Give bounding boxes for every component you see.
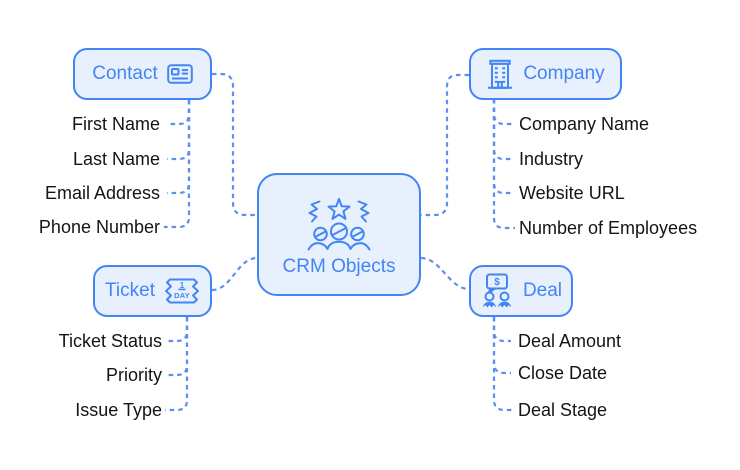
attribute-phone-number: Phone Number [38, 217, 160, 237]
connector-ticket-to-center [211, 256, 258, 292]
team-with-stars-icon [307, 198, 371, 251]
attribute-company-name: Company Name [519, 114, 650, 134]
attribute-priority: Priority [105, 365, 162, 385]
connector-company-to-center-2 [421, 73, 469, 217]
branch-ticket-status [168, 317, 189, 343]
node-deal: $ Deal [469, 265, 573, 317]
deal-icon-dollar-text: $ [494, 277, 500, 288]
contact-card-icon [166, 64, 193, 84]
branch-contact-first-name [167, 100, 191, 126]
branch-company-employees [492, 99, 515, 230]
attribute-number-of-employees: Number of Employees [519, 218, 698, 238]
ticket-icon-text-day: DAY [174, 291, 190, 300]
node-ticket: Ticket 1 DAY [93, 265, 212, 317]
node-company: Company [469, 48, 622, 100]
branch-deal-close-date [492, 317, 511, 375]
deal-icon-person-body-left [482, 301, 496, 308]
node-contact-label: Contact [92, 63, 158, 84]
attribute-deal-amount: Deal Amount [518, 331, 622, 351]
attribute-email-address: Email Address [44, 183, 160, 203]
connector-deal-to-center [420, 256, 470, 291]
attribute-deal-stage: Deal Stage [518, 400, 608, 420]
branch-company-industry [492, 99, 512, 161]
dollar-chat-people-icon: $ [482, 273, 511, 308]
node-contact: Contact [73, 48, 212, 100]
one-day-ticket-icon: 1 DAY [164, 278, 199, 304]
node-deal-label: Deal [522, 280, 563, 301]
deal-icon-person-body-right [497, 301, 511, 308]
attribute-first-name: First Name [71, 114, 160, 134]
attribute-industry: Industry [519, 149, 584, 169]
attribute-last-name: Last Name [72, 149, 160, 169]
branch-contact-last-name [167, 100, 191, 161]
branch-company-name [492, 99, 512, 126]
node-crm-objects-label: CRM Objects [282, 256, 396, 277]
branch-ticket-issue-type [165, 317, 189, 412]
branch-contact-email-address [167, 100, 191, 195]
node-ticket-label: Ticket [105, 280, 155, 301]
ticket-icon-text-1: 1 [180, 281, 185, 290]
attribute-website-url: Website URL [519, 183, 625, 203]
attribute-close-date: Close Date [518, 363, 608, 383]
branch-ticket-priority [168, 317, 189, 377]
connector-contact-to-center [212, 72, 257, 217]
branch-deal-stage [492, 317, 514, 412]
branch-company-website-url [492, 99, 512, 195]
attribute-issue-type: Issue Type [75, 400, 162, 420]
node-crm-objects: CRM Objects [257, 173, 421, 296]
office-building-icon [488, 59, 513, 89]
node-company-label: Company [523, 63, 605, 84]
branch-deal-amount [492, 317, 511, 343]
branch-contact-phone-number [164, 100, 191, 229]
attribute-ticket-status: Ticket Status [58, 331, 162, 351]
